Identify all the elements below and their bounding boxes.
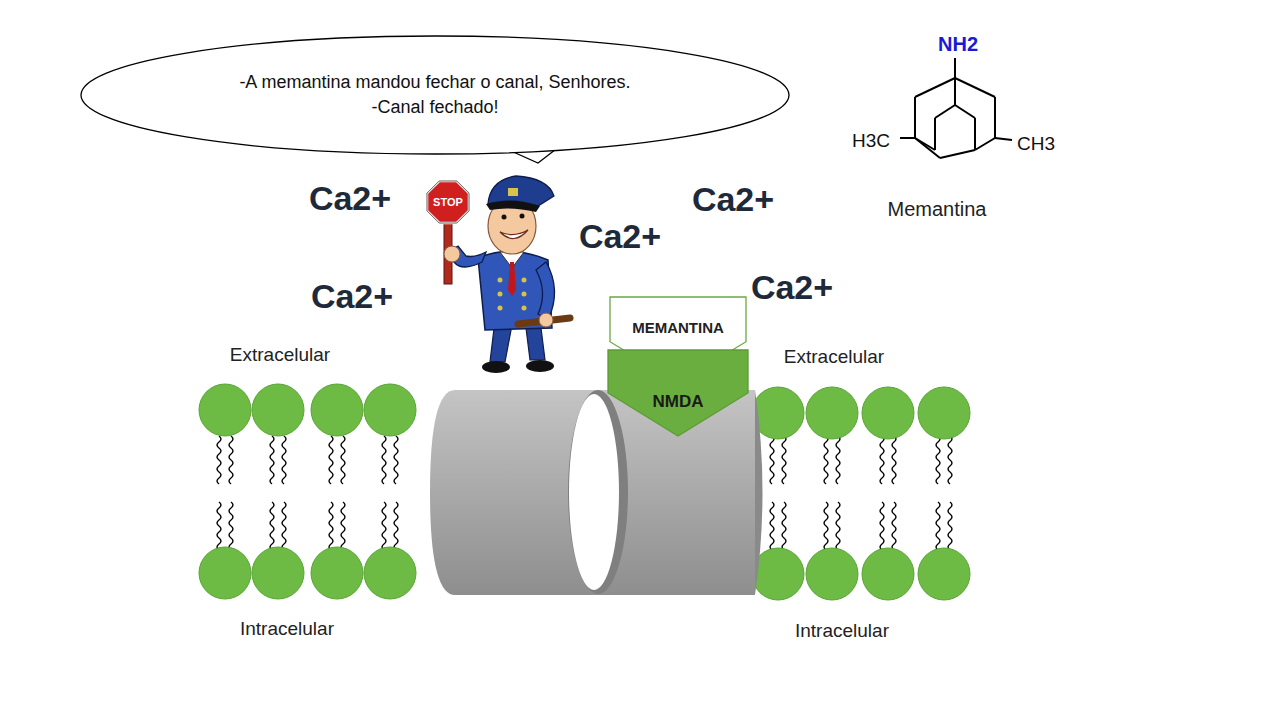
amine-group: NH2	[938, 33, 978, 56]
molecule-name: Memantina	[888, 198, 987, 221]
calcium-ion: Ca2+	[309, 179, 391, 218]
lipid-heads	[199, 384, 970, 600]
methyl-group: H3C	[852, 130, 890, 152]
memantine-structure	[900, 58, 1012, 158]
region-label: Extracelular	[230, 344, 330, 366]
region-label: Extracelular	[784, 346, 884, 368]
calcium-ion: Ca2+	[311, 277, 393, 316]
speech-bubble: -A memantina mandou fechar o canal, Senh…	[80, 35, 790, 155]
methyl-group: CH3	[1017, 133, 1055, 155]
node-text: -Canal fechado!	[371, 97, 498, 118]
ion-channel	[430, 390, 763, 595]
region-label: Intracelular	[795, 620, 889, 642]
region-label: Intracelular	[240, 618, 334, 640]
node-text: STOP	[433, 196, 463, 208]
calcium-ion: Ca2+	[579, 217, 661, 256]
node-text: MEMANTINA	[632, 319, 724, 336]
speech-bubble-outline	[80, 35, 790, 155]
calcium-ion: Ca2+	[751, 268, 833, 307]
nmda-receptor: NMDA	[608, 350, 748, 436]
stop-sign: STOP	[427, 181, 469, 223]
calcium-ion: Ca2+	[692, 180, 774, 219]
node-text: -A memantina mandou fechar o canal, Senh…	[239, 72, 630, 93]
node-text: NMDA	[653, 392, 704, 412]
